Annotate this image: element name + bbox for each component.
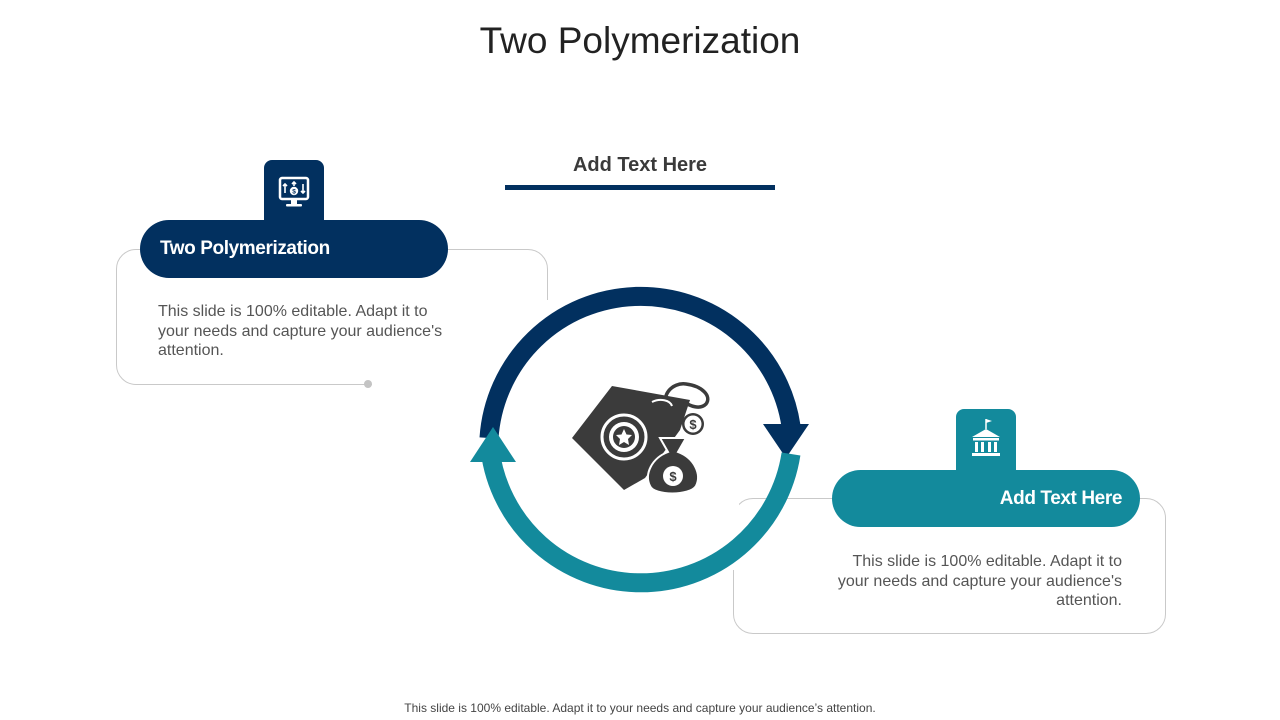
top-cycle-arrowhead [763, 424, 809, 458]
right-card-body: This slide is 100% editable. Adapt it to… [837, 553, 1122, 609]
bottom-cycle-arrowhead [470, 427, 516, 462]
svg-text:$: $ [292, 189, 296, 196]
price-tag-money-bag-icon: $ $ [572, 382, 710, 495]
center-heading: Add Text Here [572, 154, 708, 176]
center-heading-underline [505, 185, 775, 190]
svg-text:$: $ [669, 469, 677, 484]
left-icon-tab: $ [264, 160, 324, 224]
left-card-connector-dot [364, 380, 372, 388]
bottom-cycle-arrow [480, 448, 801, 593]
left-card-label: Two Polymerization [160, 238, 330, 259]
right-label-pill [832, 470, 1140, 527]
slide-title: Two Polymerization [479, 20, 801, 61]
svg-text:$: $ [689, 417, 697, 432]
left-label-pill [140, 220, 448, 278]
right-card-label: Add Text Here [999, 488, 1123, 509]
bank-building-icon [972, 419, 1000, 456]
top-cycle-arrow [479, 286, 801, 439]
left-card-body: This slide is 100% editable. Adapt it to… [158, 303, 443, 359]
right-icon-tab [956, 409, 1016, 473]
slide-footer: This slide is 100% editable. Adapt it to… [404, 701, 876, 715]
monitor-dollar-icon: $ [278, 176, 310, 207]
